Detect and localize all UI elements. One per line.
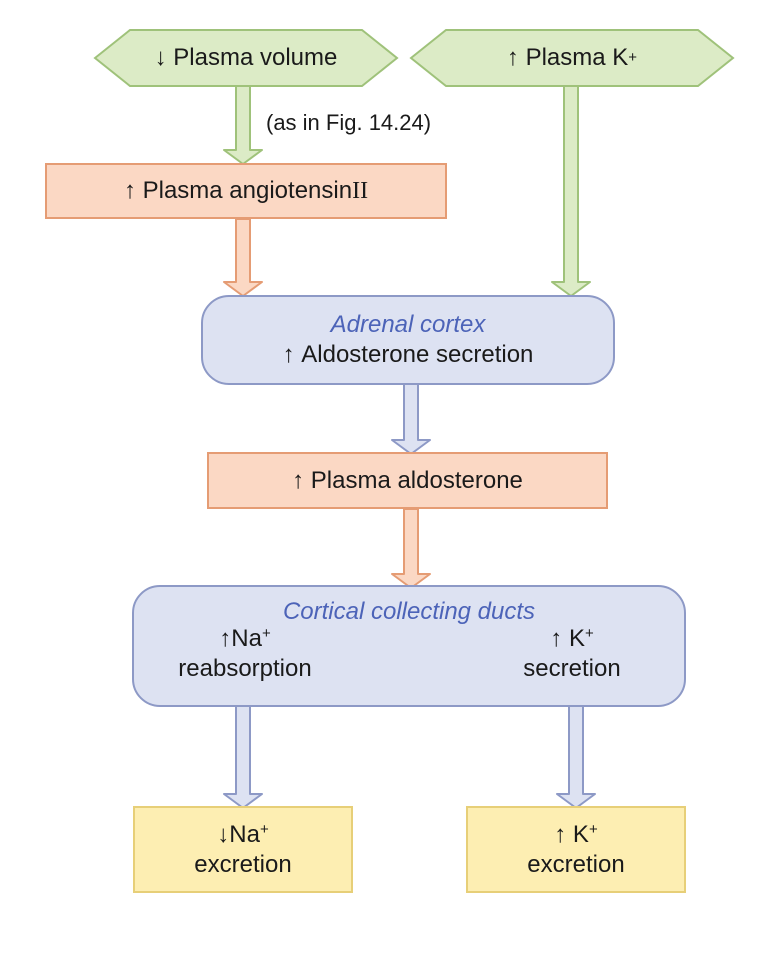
arrow-k-to-adrenal [551, 85, 591, 297]
k-secretion-label: ↑ K+ secretion [523, 624, 621, 682]
increase-arrow-icon: ↑ [219, 625, 232, 652]
organ-label-collecting-ducts: Cortical collecting ducts [282, 598, 536, 625]
plasma-k-label: ↑ Plasma K+ [506, 44, 638, 71]
figure-reference-note: (as in Fig. 14.24) [266, 110, 432, 135]
increase-arrow-icon: ↑ [282, 341, 295, 368]
increase-arrow-icon: ↑ [506, 44, 519, 71]
organ-label-adrenal: Adrenal cortex [330, 311, 486, 338]
plasma-volume-label: ↓ Plasma volume [154, 44, 338, 71]
arrow-aldosterone-to-ducts [391, 508, 431, 589]
na-excretion-box: ↓Na+ excretion [133, 806, 353, 893]
decrease-arrow-icon: ↓ [217, 820, 230, 848]
arrow-volume-to-angiotensin [223, 85, 263, 165]
cortical-collecting-ducts-box: Cortical collecting ducts [132, 585, 686, 707]
decrease-arrow-icon: ↓ [154, 44, 167, 71]
arrow-adrenal-to-aldosterone [391, 383, 431, 455]
adrenal-cortex-box: Adrenal cortex ↑ Aldosterone secretion [201, 295, 615, 385]
arrow-ducts-to-k-excretion [556, 705, 596, 809]
increase-arrow-icon: ↑ [292, 466, 305, 494]
plasma-volume-hexagon [93, 29, 399, 87]
arrow-ducts-to-na-excretion [223, 705, 263, 809]
aldosterone-secretion-label: ↑ Aldosterone secretion [282, 341, 534, 368]
arrow-angiotensin-to-adrenal [223, 218, 263, 297]
plasma-k-hexagon [409, 29, 735, 87]
na-reabsorption-label: ↑Na+ reabsorption [178, 624, 312, 682]
plasma-angiotensin-box: ↑ Plasma angiotensin II [45, 163, 447, 219]
increase-arrow-icon: ↑ [554, 820, 567, 848]
increase-arrow-icon: ↑ [550, 625, 563, 652]
increase-arrow-icon: ↑ [123, 177, 136, 204]
plasma-aldosterone-box: ↑ Plasma aldosterone [207, 452, 608, 509]
k-excretion-box: ↑ K+ excretion [466, 806, 686, 893]
